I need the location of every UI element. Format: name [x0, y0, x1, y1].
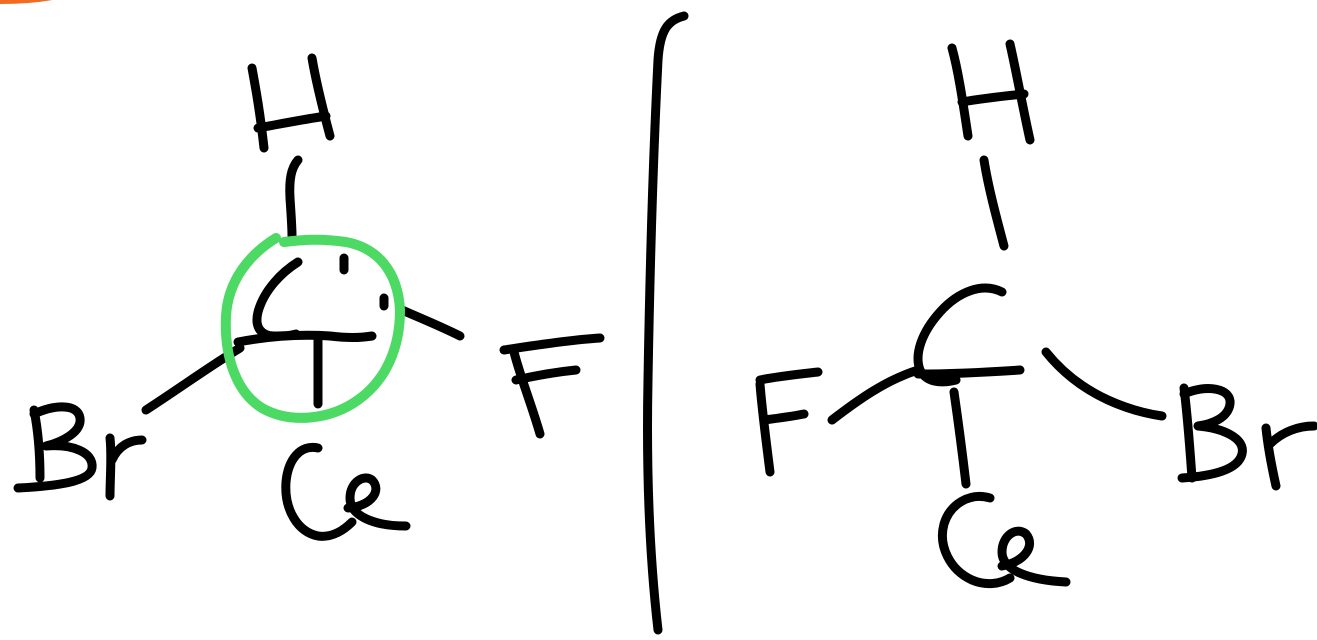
left-left-atom-label [13, 402, 147, 501]
right-top-atom-label [947, 39, 1035, 145]
mirror-line [642, 11, 689, 635]
right-right-bond [1041, 347, 1167, 421]
right-center-atom-label [913, 283, 1007, 387]
right-bottom-atom-label [938, 492, 1071, 589]
right-top-bond [979, 155, 1009, 251]
left-right-bond [397, 305, 465, 341]
left-bottom-atom-label [281, 442, 411, 541]
right-left-bond [827, 365, 923, 425]
right-left-atom-label [755, 367, 823, 477]
left-right-atom-label [499, 333, 605, 439]
left-molecule [13, 53, 605, 541]
right-right-atom-label [1177, 383, 1317, 491]
left-top-bond [285, 155, 303, 241]
left-center-atom-label [252, 257, 303, 341]
highlight-circle [220, 233, 405, 423]
right-molecule [755, 39, 1317, 589]
corner-accent-mark [0, 0, 53, 4]
left-top-atom-label [247, 53, 335, 153]
